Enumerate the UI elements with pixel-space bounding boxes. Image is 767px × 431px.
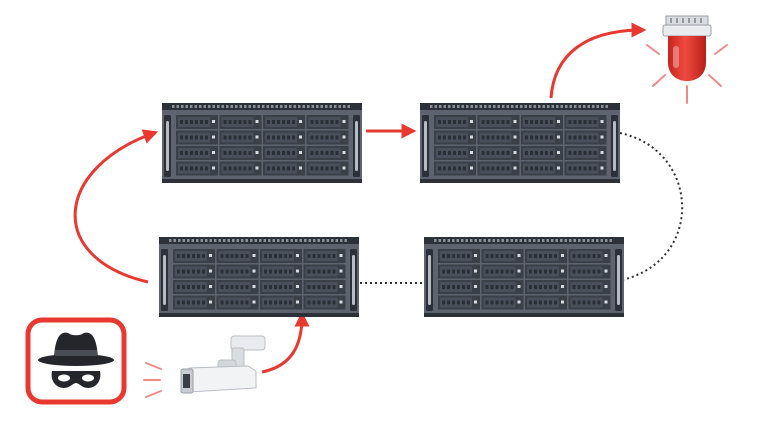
- server-rack-top-right: [420, 103, 620, 183]
- intruder-icon: [25, 317, 127, 405]
- server-rack-bottom-left: [159, 237, 359, 317]
- arrow-top-right-to-alarm: [549, 22, 647, 99]
- arrow-bottom-left-to-top-left: [73, 129, 159, 284]
- security-camera-icon: [143, 335, 266, 398]
- alarm-siren-icon: [646, 15, 728, 104]
- arrow-camera-to-bottom-left: [261, 311, 310, 374]
- server-rack-bottom-right: [424, 237, 624, 317]
- dotted-link-top-right-to-bottom-right: [619, 132, 684, 281]
- server-rack-top-left: [162, 103, 362, 183]
